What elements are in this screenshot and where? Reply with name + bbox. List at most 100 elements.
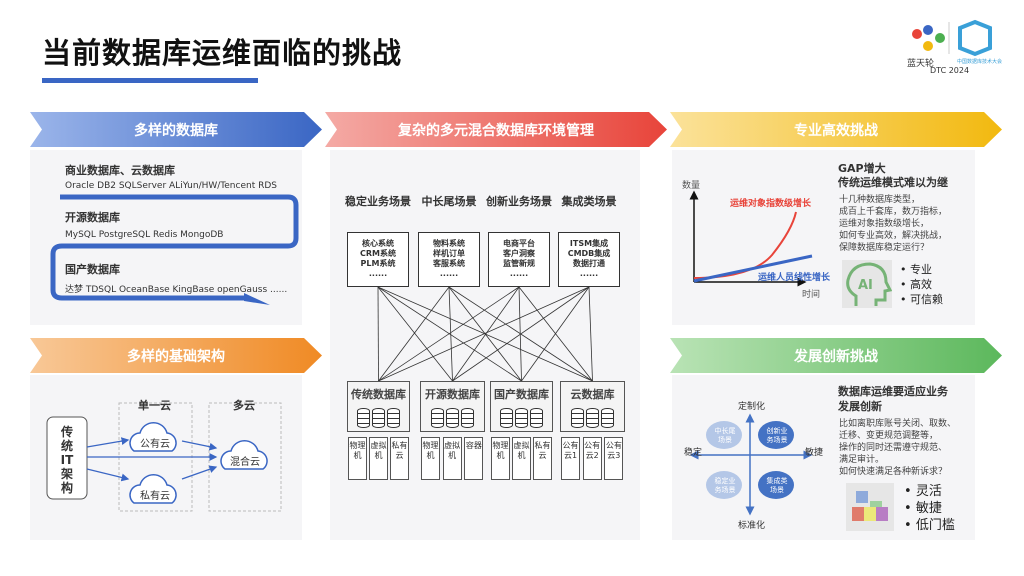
- innov-heading: 数据库运维要适应业务: [838, 385, 948, 398]
- bullet-text: 灵活: [915, 484, 942, 499]
- pro-heading-2: 传统运维模式难以为继: [838, 176, 948, 189]
- panel-infra: 传统IT架构 单一云 多云 公有云 私有云 混合云: [30, 375, 302, 540]
- banner-label: 发展创新挑战: [794, 348, 878, 365]
- scene-item: CRM系统: [360, 249, 396, 258]
- infra-box: 公有云2: [582, 437, 602, 480]
- infra-box: 公有云3: [604, 437, 624, 480]
- database-group: 传统数据库: [347, 381, 410, 432]
- connection-line: [452, 286, 590, 382]
- connection-line: [448, 286, 453, 382]
- quadrant-tr: 创新业务场景: [766, 427, 788, 444]
- single-cloud-label: 单一云: [138, 399, 171, 412]
- scene-item: ......: [579, 269, 599, 278]
- banner-label: 多样的数据库: [134, 122, 218, 139]
- panel-databases: 商业数据库、云数据库 Oracle DB2 SQLServer ALiYun/H…: [30, 150, 302, 325]
- text-line: 迁移、变更规范调整等，: [839, 431, 939, 441]
- database-title: 云数据库: [570, 388, 615, 401]
- innov-bullets: • 灵活 • 敏捷• 低门槛: [904, 483, 955, 534]
- brand-name-2: 中国数据库技术大会: [957, 59, 1003, 65]
- linear-line: [693, 254, 813, 283]
- scene-item: CMDB集成: [567, 249, 611, 258]
- database-icon: [431, 408, 444, 428]
- scene-box: 电商平台客户洞察监管新规......: [488, 232, 550, 287]
- infra-diagram: [46, 402, 282, 512]
- scene-item: 客户洞察: [503, 249, 535, 258]
- connection-line: [377, 286, 453, 382]
- banner-innov: 发展创新挑战: [670, 338, 1002, 373]
- database-title: 传统数据库: [351, 388, 406, 401]
- database-icon: [357, 408, 370, 428]
- bullet-dot: •: [900, 293, 910, 306]
- text-line: 十几种数据库类型，: [839, 195, 921, 205]
- database-icon: [461, 408, 474, 428]
- panel-innov: 定制化 标准化 稳定 敏捷 中长尾场景 创新业务场景 稳定业务场景 集成类场景 …: [672, 375, 975, 540]
- bullet-item: • 高效: [900, 277, 943, 292]
- connection-line: [378, 286, 520, 382]
- database-icon: [586, 408, 599, 428]
- text-line: 如何快速满足各种新诉求？: [839, 467, 948, 477]
- logo-icon: [912, 19, 992, 57]
- connection-line: [452, 286, 520, 382]
- infra-box: 物理机: [491, 437, 510, 480]
- scene-item: 样机订单: [433, 249, 465, 258]
- blue-line-label: 运维人员线性增长: [758, 273, 831, 283]
- scene-item: ITSM集成: [569, 239, 609, 248]
- database-icon: [571, 408, 584, 428]
- scene-box: 物料系统样机订单客服系统......: [418, 232, 480, 287]
- scene-item: ......: [368, 269, 388, 278]
- pro-body: 十几种数据库类型，成百上千套库，数万指标，运维对象指数级增长，如何专业高效，解决…: [839, 194, 947, 254]
- quadrant-bl: 稳定业务场景: [714, 477, 736, 494]
- database-icon: [446, 408, 459, 428]
- bullet-item: • 专业: [900, 262, 943, 277]
- bullet-dot: •: [900, 278, 910, 291]
- database-icon: [530, 408, 543, 428]
- quadrant-diagram: [689, 413, 813, 516]
- db-group-items: 达梦 TDSQL OceanBase KingBase openGauss ..…: [65, 285, 288, 295]
- gap-chart: [689, 190, 813, 287]
- database-group: 云数据库: [560, 381, 625, 432]
- event-name: DTC 2024: [930, 66, 970, 75]
- infra-box: 虚拟机: [369, 437, 388, 480]
- db-group-title: 商业数据库、云数据库: [65, 164, 175, 177]
- innov-heading-2: 发展创新: [838, 400, 882, 413]
- connection-line: [521, 286, 590, 382]
- y-axis-label: 数量: [682, 181, 701, 191]
- banner-pro: 专业高效挑战: [670, 112, 1002, 147]
- bullet-text: 可信赖: [910, 293, 943, 306]
- bullet-dot: •: [904, 501, 916, 516]
- database-icon: [515, 408, 528, 428]
- infra-box: 虚拟机: [442, 437, 462, 480]
- public-cloud: 公有云: [140, 439, 170, 450]
- scene-item: 物料系统: [433, 239, 465, 248]
- bullet-text: 低门槛: [915, 518, 955, 533]
- database-icon: [387, 408, 400, 428]
- connection-line: [448, 286, 522, 382]
- brand-name: 蓝天轮: [907, 59, 935, 69]
- logo: 蓝天轮 中国数据库技术大会 DTC 2024: [895, 18, 1015, 78]
- bullet-item: • 低门槛: [904, 517, 955, 534]
- bullet-dot: •: [904, 518, 916, 533]
- infra-box: 公有云1: [561, 437, 580, 480]
- database-title: 开源数据库: [425, 388, 480, 401]
- red-curve-label: 运维对象指数级增长: [730, 199, 812, 209]
- traditional-it-label: 传统IT架构: [60, 425, 74, 495]
- bullet-text: 敏捷: [915, 501, 942, 516]
- axis-right: 敏捷: [805, 448, 824, 458]
- scene-title: 中长尾场景: [421, 195, 477, 208]
- connection-line: [377, 286, 522, 382]
- innov-body: 比如离职库账号关闭、取数、迁移、变更规范调整等，操作的同时还需遵守规范、满足审计…: [839, 418, 956, 478]
- database-title: 国产数据库: [494, 388, 549, 401]
- bullet-item: • 可信赖: [900, 292, 943, 307]
- title-underline: [42, 78, 258, 83]
- connection-line: [378, 286, 590, 382]
- pro-bullets: • 专业• 高效• 可信赖: [900, 262, 943, 307]
- axis-left: 稳定: [684, 448, 703, 458]
- db-group-items: MySQL PostgreSQL Redis MongoDB: [65, 230, 224, 240]
- blocks-icon: [846, 483, 894, 531]
- connection-line: [377, 286, 379, 382]
- connection-line: [378, 286, 450, 382]
- connection-line: [518, 286, 593, 382]
- scene-item: 监管新规: [503, 259, 535, 268]
